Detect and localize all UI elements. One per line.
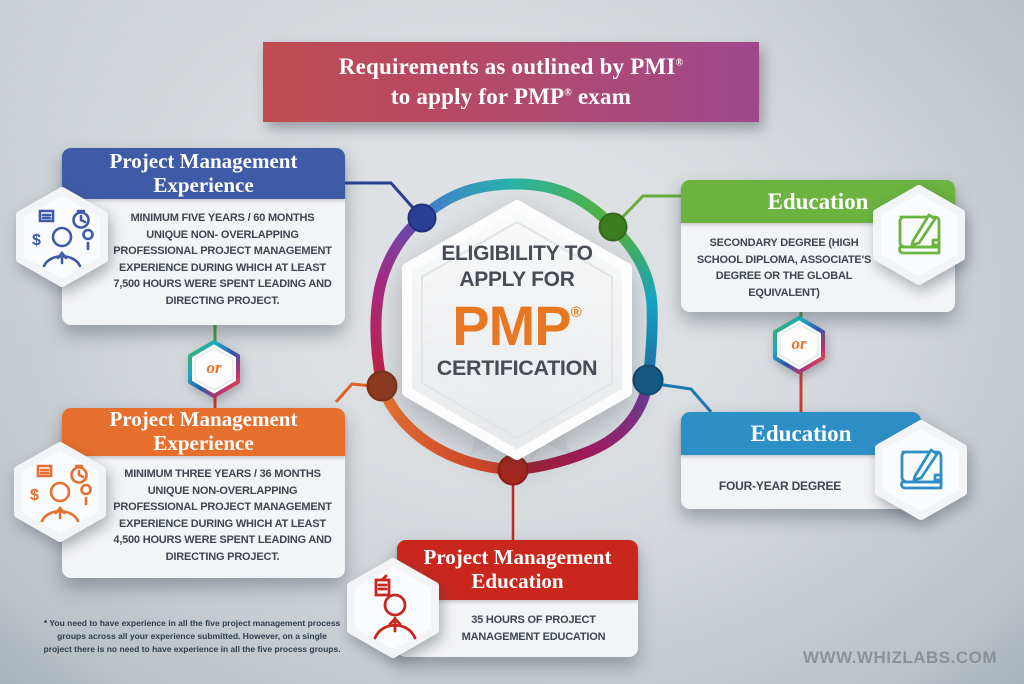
center-line2: APPLY FOR (459, 268, 575, 292)
pm-education-badge-red (347, 558, 439, 658)
experience-badge-orange: $ (14, 442, 106, 542)
experience-badge-blue: $ (16, 187, 108, 287)
connector-experience-top (345, 181, 424, 219)
website-watermark: WWW.WHIZLABS.COM (802, 648, 997, 667)
education-badge-green (873, 185, 965, 285)
book-pencil-icon (900, 448, 943, 490)
or-hexagon-shape (773, 316, 825, 374)
or-label: or (791, 334, 807, 353)
center-line3: CERTIFICATION (436, 355, 598, 380)
hexagon-shape (402, 200, 632, 460)
banner-line2: to apply for PMP® exam (390, 83, 632, 109)
title-banner: Requirements as outlined by PMI® to appl… (263, 42, 759, 122)
eligibility-ring (370, 178, 658, 476)
or-hexagon-shape (188, 340, 240, 398)
person-money-time-icons: $ (30, 464, 92, 523)
node-blue (632, 364, 664, 396)
ring-segment-bottom-left (376, 380, 519, 476)
center-hexagon (402, 200, 632, 460)
or-label: or (206, 358, 222, 377)
banner-line1: Requirements as outlined by PMI® (338, 54, 684, 80)
card-title: Project Management Experience (62, 408, 345, 456)
card-pm-experience-bottom: Project Management Experience MINIMUM TH… (62, 408, 345, 578)
person-money-time-icons: $ (32, 209, 94, 268)
registered-mark: ® (675, 57, 684, 69)
book-pencil-icon (898, 213, 941, 255)
or-connector-right: or (771, 315, 827, 375)
svg-text:$: $ (30, 487, 39, 504)
card-body: MINIMUM THREE YEARS / 36 MONTHS UNIQUE N… (113, 468, 332, 563)
svg-text:$: $ (32, 232, 41, 249)
card-body: FOUR-YEAR DEGREE (718, 479, 842, 493)
card-body: MINIMUM FIVE YEARS / 60 MONTHS UNIQUE NO… (113, 212, 332, 307)
ring-segment-left (370, 212, 428, 392)
ring-segment-top (416, 178, 619, 233)
card-body: SECONDARY DEGREE (HIGH SCHOOL DIPLOMA, A… (696, 237, 872, 299)
registered-mark: ® (564, 86, 572, 98)
person-document-icon (373, 574, 417, 640)
center-title: ELIGIBILITY TO APPLY FOR PMP® CERTIFICAT… (409, 241, 625, 381)
node-navy (407, 203, 437, 233)
footnote: * You need to have experience in all the… (43, 618, 341, 655)
node-green (598, 212, 628, 242)
registered-mark: ® (570, 303, 582, 321)
ring-nodes (366, 203, 664, 486)
center-line1: ELIGIBILITY TO (441, 242, 593, 265)
ring-segment-right-upper (607, 221, 658, 386)
ring-segment-right-lower (507, 374, 654, 476)
hexagon-inner-outline (421, 221, 613, 439)
connector-education-bottom (649, 381, 713, 413)
card-pm-experience-top: Project Management Experience MINIMUM FI… (62, 148, 345, 325)
or-connector-left: or (186, 339, 242, 399)
education-badge-blue (875, 420, 967, 520)
pmp-acronym: PMP® (452, 293, 582, 357)
card-title: Project Management Experience (62, 148, 345, 199)
card-body: 35 HOURS OF PROJECT MANAGEMENT EDUCATION (461, 614, 606, 643)
node-maroon (366, 370, 398, 402)
